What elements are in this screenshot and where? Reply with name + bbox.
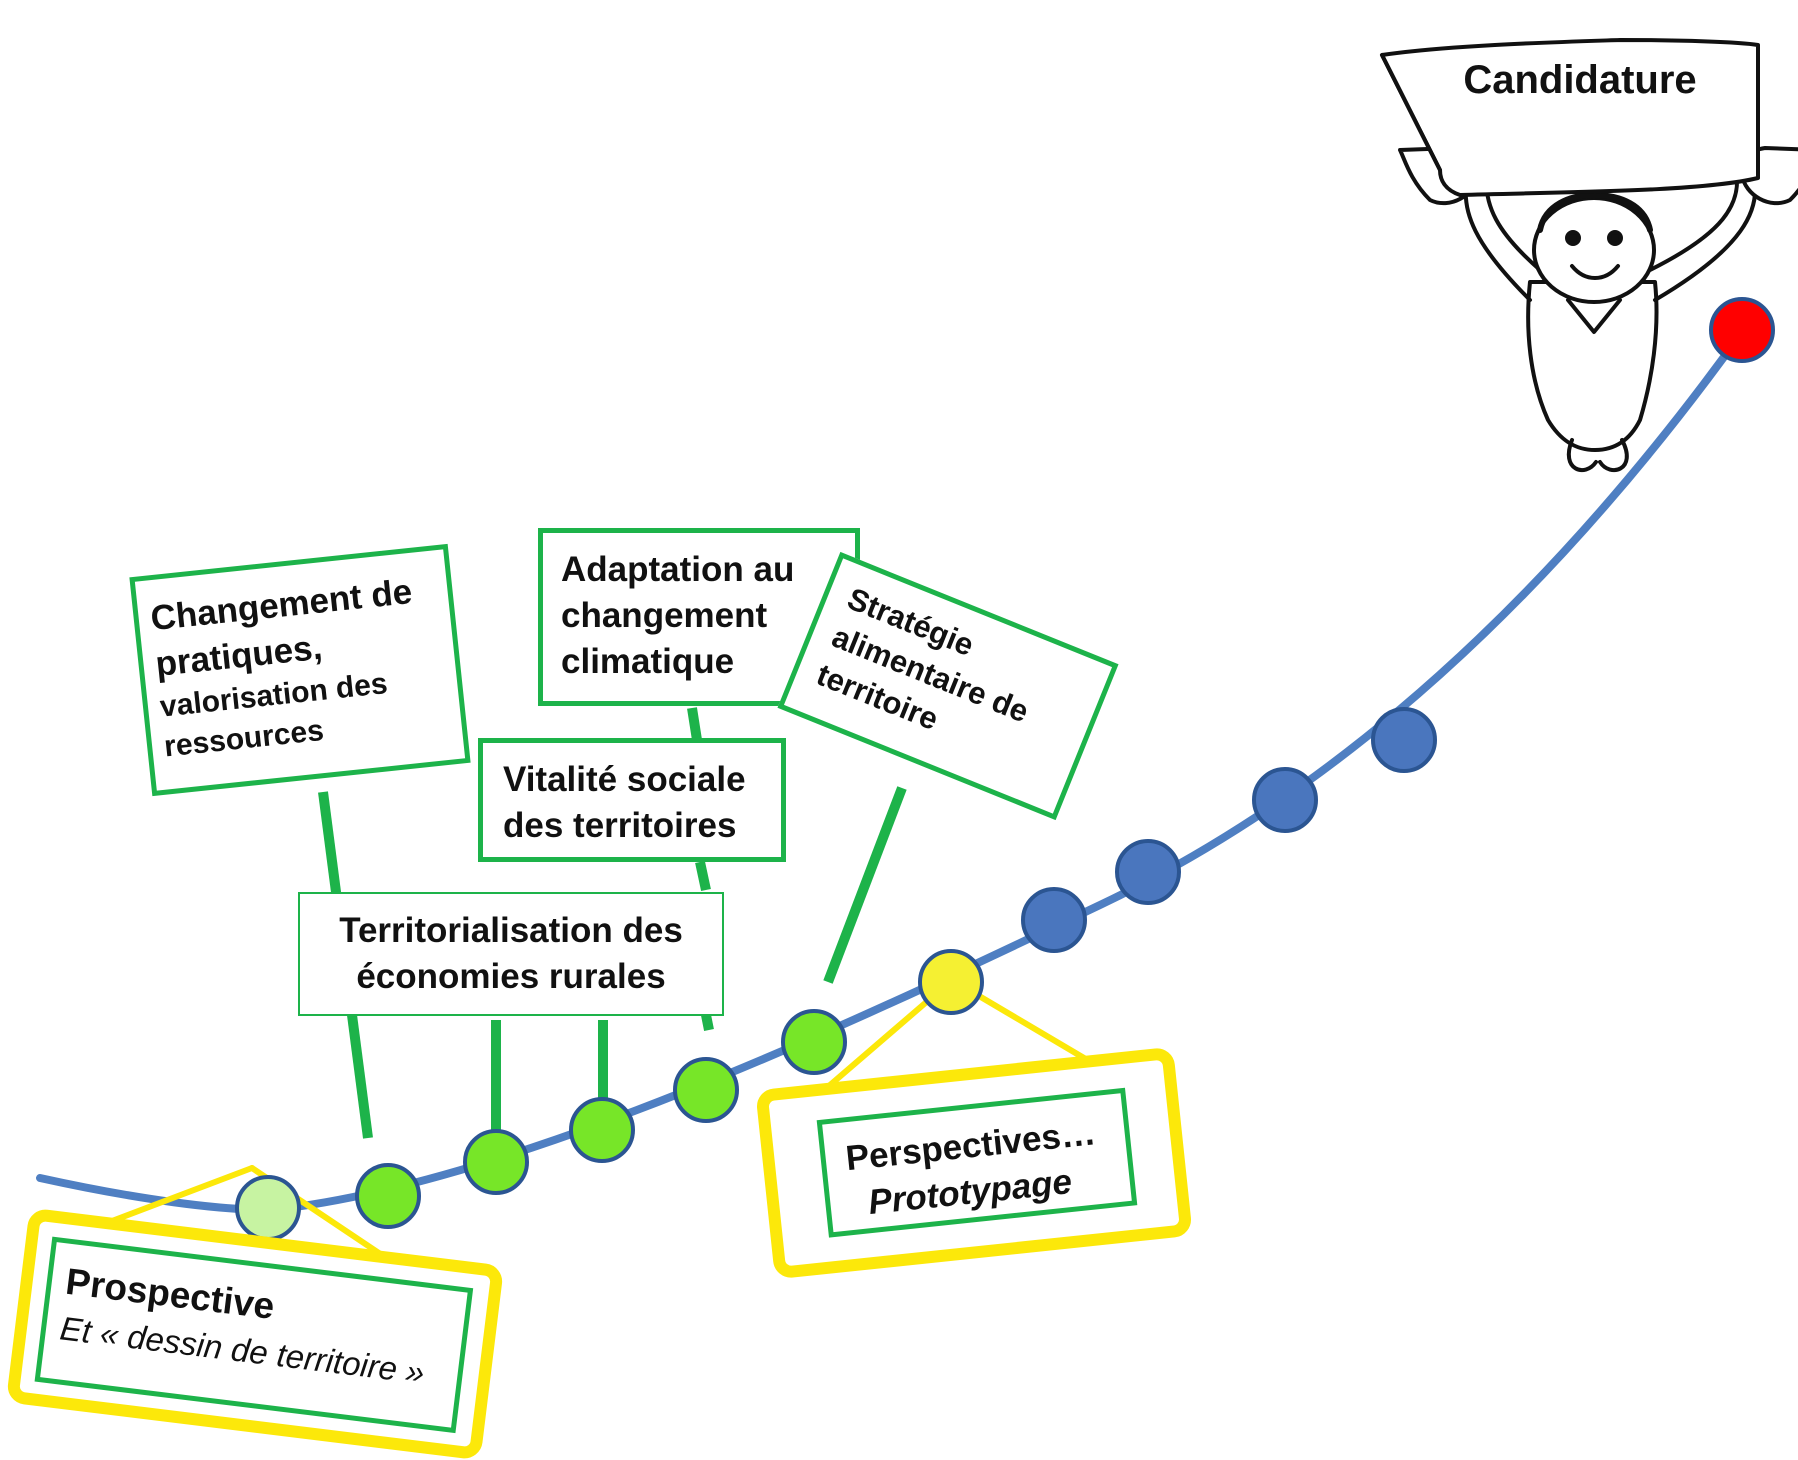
milestone-future-2 <box>1115 839 1181 905</box>
theme-line: Territorialisation des <box>339 911 683 950</box>
connector-climat <box>687 707 702 741</box>
theme-line: Adaptation au <box>561 550 795 589</box>
milestone-candidature <box>1709 297 1775 363</box>
milestone-pratiques <box>355 1163 421 1229</box>
milestone-climat <box>673 1057 739 1123</box>
milestone-future-1 <box>1021 887 1087 953</box>
theme-line: climatique <box>561 642 735 682</box>
milestone-future-4 <box>1371 707 1437 773</box>
connector-alimentaire <box>823 786 907 984</box>
milestone-start <box>235 1175 301 1241</box>
theme-line: économies rurales <box>356 957 666 997</box>
milestone-perspectives <box>918 949 984 1015</box>
phase-box-next: Perspectives… Prototypage <box>816 1087 1138 1238</box>
theme-line: changement <box>561 596 768 636</box>
sign-title: Candidature <box>1463 58 1697 102</box>
milestone-future-3 <box>1252 767 1318 833</box>
theme-box-pratiques: Changement de pratiques, valorisation de… <box>129 543 471 797</box>
milestone-vitalite <box>569 1097 635 1163</box>
theme-line: des territoires <box>503 806 737 846</box>
theme-box-economies: Territorialisation des économies rurales <box>298 892 724 1016</box>
phase-box-start: Prospective Et « dessin de territoire » <box>34 1236 474 1434</box>
theme-box-vitalite: Vitalité sociale des territoires <box>478 738 786 862</box>
roadmap-path <box>36 331 1744 1215</box>
milestones <box>235 297 1775 1241</box>
connector-vitalite <box>695 860 711 892</box>
milestone-economies <box>463 1129 529 1195</box>
milestone-alimentaire <box>781 1009 847 1075</box>
person-holding-sign-icon <box>1380 38 1798 473</box>
theme-line: Vitalité sociale <box>503 760 746 799</box>
